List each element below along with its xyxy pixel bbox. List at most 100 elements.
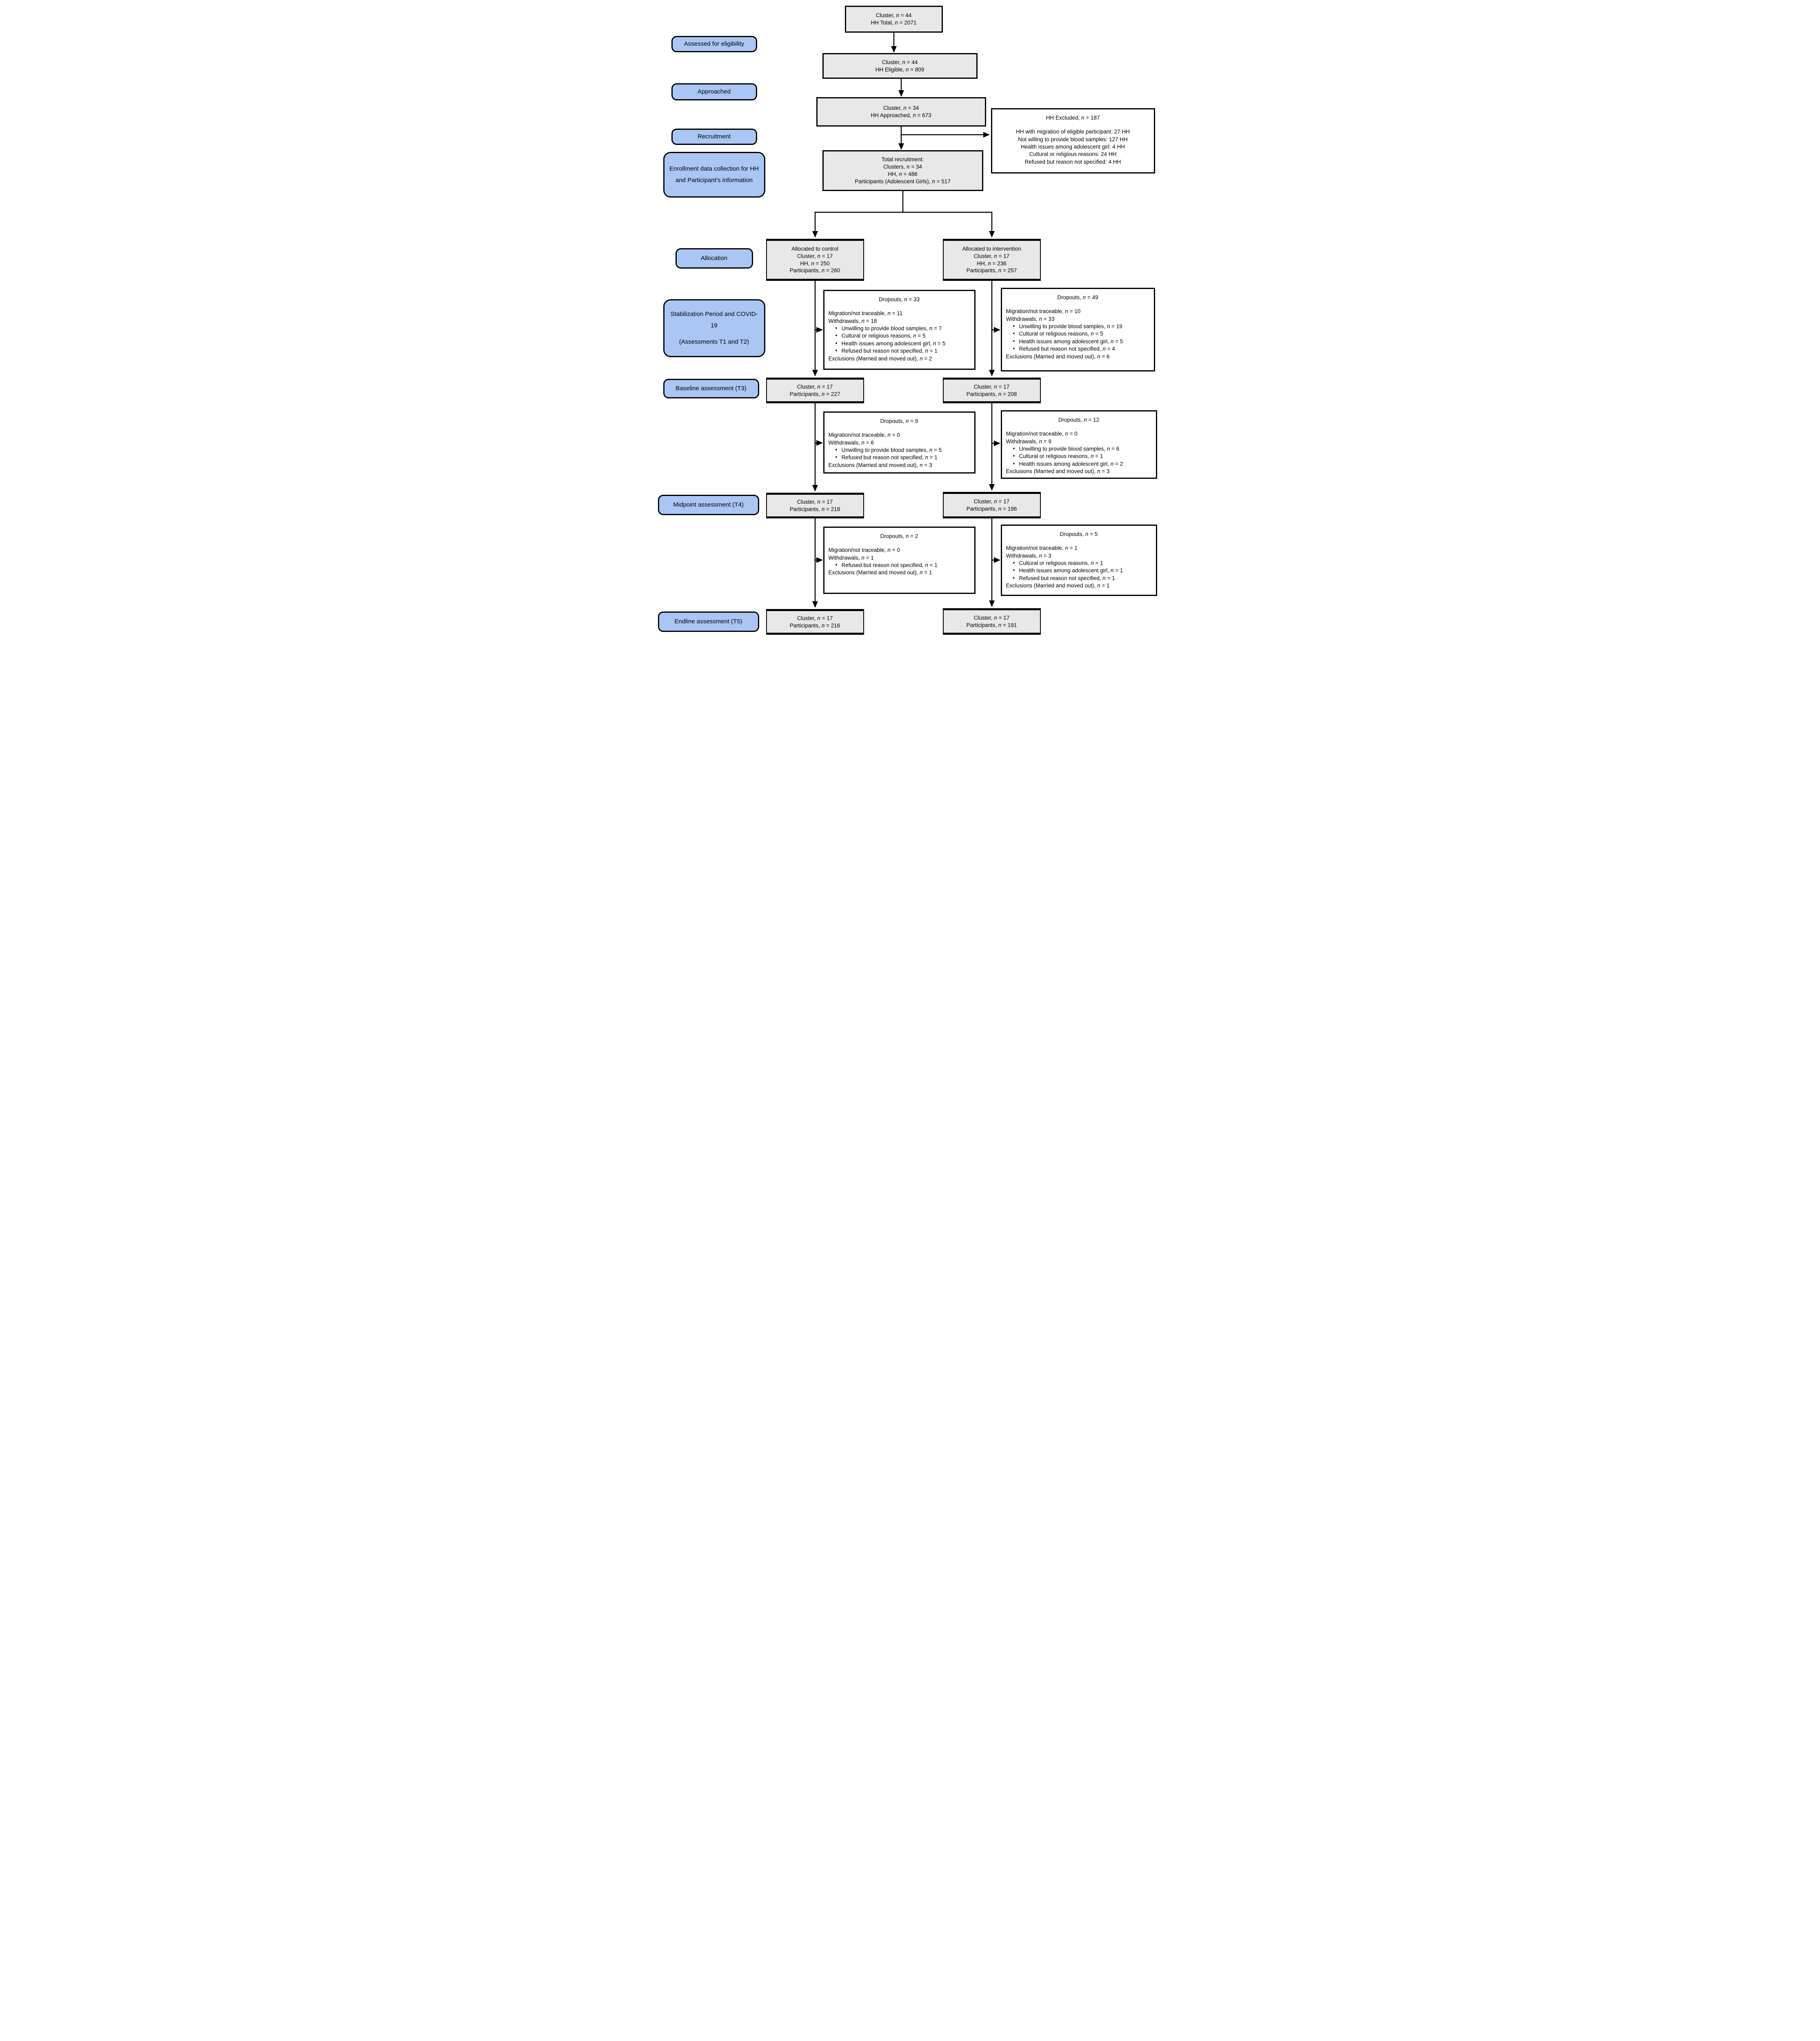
bullet-line: Refused but reason not specified, n = 1 [829,561,970,569]
text-line: Migration/not traceable, n = 11 [828,310,903,317]
bullet-line: Refused but reason not specified, n = 1 [829,454,970,461]
text-line: Withdrawals, n = 18 [828,318,877,324]
box-approached: Cluster, n = 34 HH Approached, n = 673 [816,97,986,127]
text-line: Participants, n = 257 [966,267,1017,274]
box-dropouts-t45-control: Dropouts, n = 2 Migration/not traceable,… [823,527,976,594]
box-dropouts-t34-control: Dropouts, n = 9 Migration/not traceable,… [823,411,976,474]
stage-label-text: Stabilization Period and COVID-19 [670,311,758,329]
text-line: Migration/not traceable, n = 0 [1006,431,1078,437]
box-dropouts-t12-control: Dropouts, n = 33 Migration/not traceable… [823,290,976,370]
bullet-line: Cultural or religious reasons, n = 1 [1006,452,1152,460]
bullet-line: Health issues among adolescent girl, n =… [829,340,970,347]
text-line: HH Approached, n = 673 [871,112,931,118]
text-line: Exclusions (Married and moved out), n = … [828,569,932,576]
text-line: HH, n = 250 [800,260,830,267]
text-line: HH Eligible, n = 809 [875,66,924,73]
excluded-title: HH Excluded, n = 187 [1046,115,1100,121]
text-line: Exclusions (Married and moved out), n = … [1006,353,1110,360]
box-dropouts-t34-intervention: Dropouts, n = 12 Migration/not traceable… [1000,410,1157,479]
stage-label-recruitment: Recruitment [671,129,757,145]
bullet-line: Health issues among adolescent girl, n =… [1006,460,1152,468]
box-endline-control: Cluster, n = 17 Participants, n = 216 [766,609,864,635]
stage-label-approached: Approached [671,83,757,100]
box-eligible: Cluster, n = 44 HH Eligible, n = 809 [822,53,978,79]
text-line: Exclusions (Married and moved out), n = … [1006,583,1110,589]
box-hh-excluded: HH Excluded, n = 187 HH with migration o… [991,108,1155,173]
box-allocated-control: Allocated to control Cluster, n = 17 HH,… [766,239,864,281]
text-line: HH, n = 486 [888,171,918,177]
stage-label-text: (Assessments T1 and T2) [679,338,749,345]
text-line: Allocated to intervention [962,245,1021,252]
box-dropouts-t12-intervention: Dropouts, n = 49 Migration/not traceable… [1000,288,1155,371]
stage-label-text: Assessed for eligibility [684,40,744,48]
text-line: Cluster, n = 17 [973,253,1010,259]
text-line: Participants, n = 208 [966,391,1017,397]
text-line: Cluster, n = 17 [973,383,1010,390]
text-line: Cluster, n = 17 [973,614,1010,621]
text-line: Participants, n = 260 [789,267,840,274]
text-line: Participants, n = 216 [789,622,840,629]
text-line: Cluster, n = 34 [883,105,919,111]
box-baseline-control: Cluster, n = 17 Participants, n = 227 [766,378,864,403]
text-line: Migration/not traceable, n = 0 [828,547,900,554]
box-endline-intervention: Cluster, n = 17 Participants, n = 191 [942,608,1041,635]
bullet-line: Cultural or religious reasons, n = 5 [1006,330,1150,338]
box-allocated-intervention: Allocated to intervention Cluster, n = 1… [942,239,1041,281]
text-line: Migration/not traceable, n = 0 [828,432,900,438]
stage-label-midpoint: Midpoint assessment (T4) [658,495,759,515]
stage-label-text: Baseline assessment (T3) [676,385,747,392]
bullet-line: Health issues among adolescent girl, n =… [1006,567,1152,574]
text-line: Cluster, n = 44 [876,12,912,19]
stage-label-text: Enrollment data collection for HH and Pa… [669,165,759,184]
text-line: HH, n = 236 [977,260,1007,267]
stage-label-text: Approached [698,88,731,96]
box-midpoint-intervention: Cluster, n = 17 Participants, n = 196 [942,492,1041,518]
text-line: Participants, n = 218 [789,506,840,512]
text-line: Withdrawals, n = 33 [1006,316,1055,322]
dropouts-title: Dropouts, n = 2 [880,533,918,539]
text-line: Cluster, n = 17 [797,253,833,259]
text-line: Clusters, n = 34 [883,164,922,170]
stage-label-enrollment: Enrollment data collection for HH and Pa… [663,152,765,198]
text-line: Cluster, n = 17 [797,383,833,390]
stage-label-eligibility: Assessed for eligibility [671,36,757,52]
bullet-line: Refused but reason not specified, n = 4 [1006,345,1150,353]
text-line: HH with migration of eligible participan… [1016,129,1130,135]
stage-label-allocation: Allocation [675,248,753,269]
text-line: Withdrawals, n = 6 [828,439,874,446]
bullet-line: Refused but reason not specified, n = 1 [829,347,970,355]
box-midpoint-control: Cluster, n = 17 Participants, n = 218 [766,493,864,518]
text-line: Participants, n = 196 [966,505,1017,512]
bullet-line: Health issues among adolescent girl, n =… [1006,338,1150,345]
text-line: Refused but reason not specified: 4 HH [1024,158,1121,165]
box-total-recruitment: Total recruitment: Clusters, n = 34 HH, … [822,150,983,191]
text-line: Withdrawals, n = 1 [828,554,874,561]
box-baseline-intervention: Cluster, n = 17 Participants, n = 208 [942,378,1041,403]
stage-label-text: Allocation [700,255,728,262]
text-line: Migration/not traceable, n = 10 [1006,308,1081,315]
dropouts-title: Dropouts, n = 33 [878,296,920,302]
consort-flow-diagram: Cluster, n = 44 HH Total, n = 2071 Asses… [649,0,1171,647]
dropouts-title: Dropouts, n = 12 [1058,417,1100,423]
text-line: Participants (Adolescent Girls), n = 517 [855,178,951,185]
text-line: Cluster, n = 17 [797,498,833,505]
stage-label-baseline: Baseline assessment (T3) [663,379,759,398]
stage-label-text: Endline assessment (T5) [674,618,742,625]
text-line: Cluster, n = 17 [973,498,1010,505]
stage-label-endline: Endline assessment (T5) [658,611,759,632]
bullet-line: Cultural or religious reasons, n = 5 [829,332,970,340]
text-line: Exclusions (Married and moved out), n = … [1006,468,1110,475]
text-line: Withdrawals, n = 3 [1006,552,1051,559]
dropouts-title: Dropouts, n = 5 [1060,531,1098,537]
text-line: Total recruitment: [881,156,924,163]
bullet-line: Unwilling to provide blood samples, n = … [1006,445,1152,453]
stage-label-text: Recruitment [698,133,731,140]
text-line: Exclusions (Married and moved out), n = … [828,355,932,362]
box-dropouts-t45-intervention: Dropouts, n = 5 Migration/not traceable,… [1000,525,1157,596]
text-line: Health issues among adolescent girl: 4 H… [1020,144,1125,150]
text-line: Migration/not traceable, n = 1 [1006,545,1078,551]
bullet-line: Unwilling to provide blood samples, n = … [1006,322,1150,330]
bullet-line: Unwilling to provide blood samples, n = … [829,446,970,454]
text-line: Cluster, n = 44 [882,59,918,65]
text-line: HH Total, n = 2071 [871,20,917,26]
